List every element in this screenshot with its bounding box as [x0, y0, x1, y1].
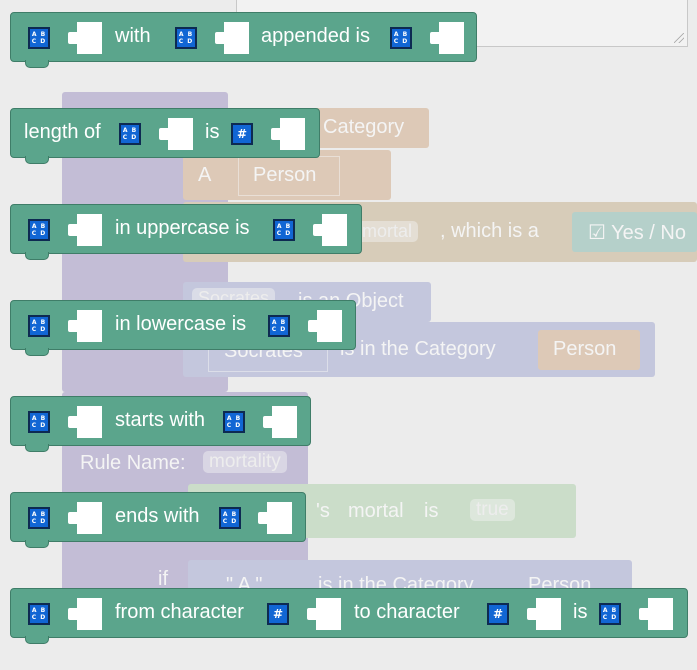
- bg-text: Category: [323, 116, 405, 138]
- starts-with-label: starts with: [115, 409, 206, 431]
- input-socket[interactable]: [68, 502, 102, 534]
- input-socket[interactable]: [258, 502, 292, 534]
- input-socket[interactable]: [639, 598, 673, 630]
- with-label: with: [115, 25, 151, 47]
- bg-text: Rule Name:: [80, 452, 186, 474]
- bg-text: is: [424, 500, 439, 522]
- input-socket[interactable]: [68, 310, 102, 342]
- appended-is-label: appended is: [261, 25, 370, 47]
- length-of-label: length of: [24, 121, 101, 143]
- bg-text: is in the Category: [340, 338, 496, 360]
- ends-with-label: ends with: [115, 505, 200, 527]
- bg-person-block: [183, 150, 391, 200]
- bg-text: A: [198, 164, 212, 186]
- bg-if-block: [188, 560, 632, 590]
- from-character-label: from character: [115, 601, 244, 623]
- input-socket[interactable]: [313, 214, 347, 246]
- input-socket[interactable]: [307, 598, 341, 630]
- number-type-icon: #: [267, 603, 289, 625]
- bg-text: 's: [316, 500, 330, 522]
- is-label: is: [573, 601, 588, 623]
- input-socket[interactable]: [308, 310, 342, 342]
- bg-field: mortal: [356, 221, 419, 242]
- bg-text: mortal: [348, 500, 404, 522]
- input-socket[interactable]: [68, 598, 102, 630]
- bg-text: Person: [253, 164, 317, 186]
- bg-field: mortality: [203, 451, 287, 473]
- bg-text: if: [158, 568, 168, 590]
- input-socket[interactable]: [68, 214, 102, 246]
- bg-field: true: [470, 499, 515, 521]
- bg-person-value: [538, 330, 640, 370]
- bg-text: , which is a: [440, 220, 539, 242]
- input-socket[interactable]: [68, 406, 102, 438]
- to-character-label: to character: [354, 601, 460, 623]
- input-socket[interactable]: [527, 598, 561, 630]
- resize-grip[interactable]: [674, 33, 684, 43]
- bg-yesno-block: [572, 212, 697, 252]
- in-uppercase-is-label: in uppercase is: [115, 217, 250, 239]
- input-socket[interactable]: [68, 22, 102, 54]
- input-socket[interactable]: [430, 22, 464, 54]
- in-lowercase-is-label: in lowercase is: [115, 313, 247, 335]
- bg-text: Person: [553, 338, 617, 360]
- is-label: is: [205, 121, 220, 143]
- input-socket[interactable]: [215, 22, 249, 54]
- input-socket[interactable]: [271, 118, 305, 150]
- input-socket[interactable]: [263, 406, 297, 438]
- number-type-icon: #: [487, 603, 509, 625]
- number-type-icon: #: [231, 123, 253, 145]
- bg-text: ☑ Yes / No: [588, 222, 686, 244]
- input-socket[interactable]: [159, 118, 193, 150]
